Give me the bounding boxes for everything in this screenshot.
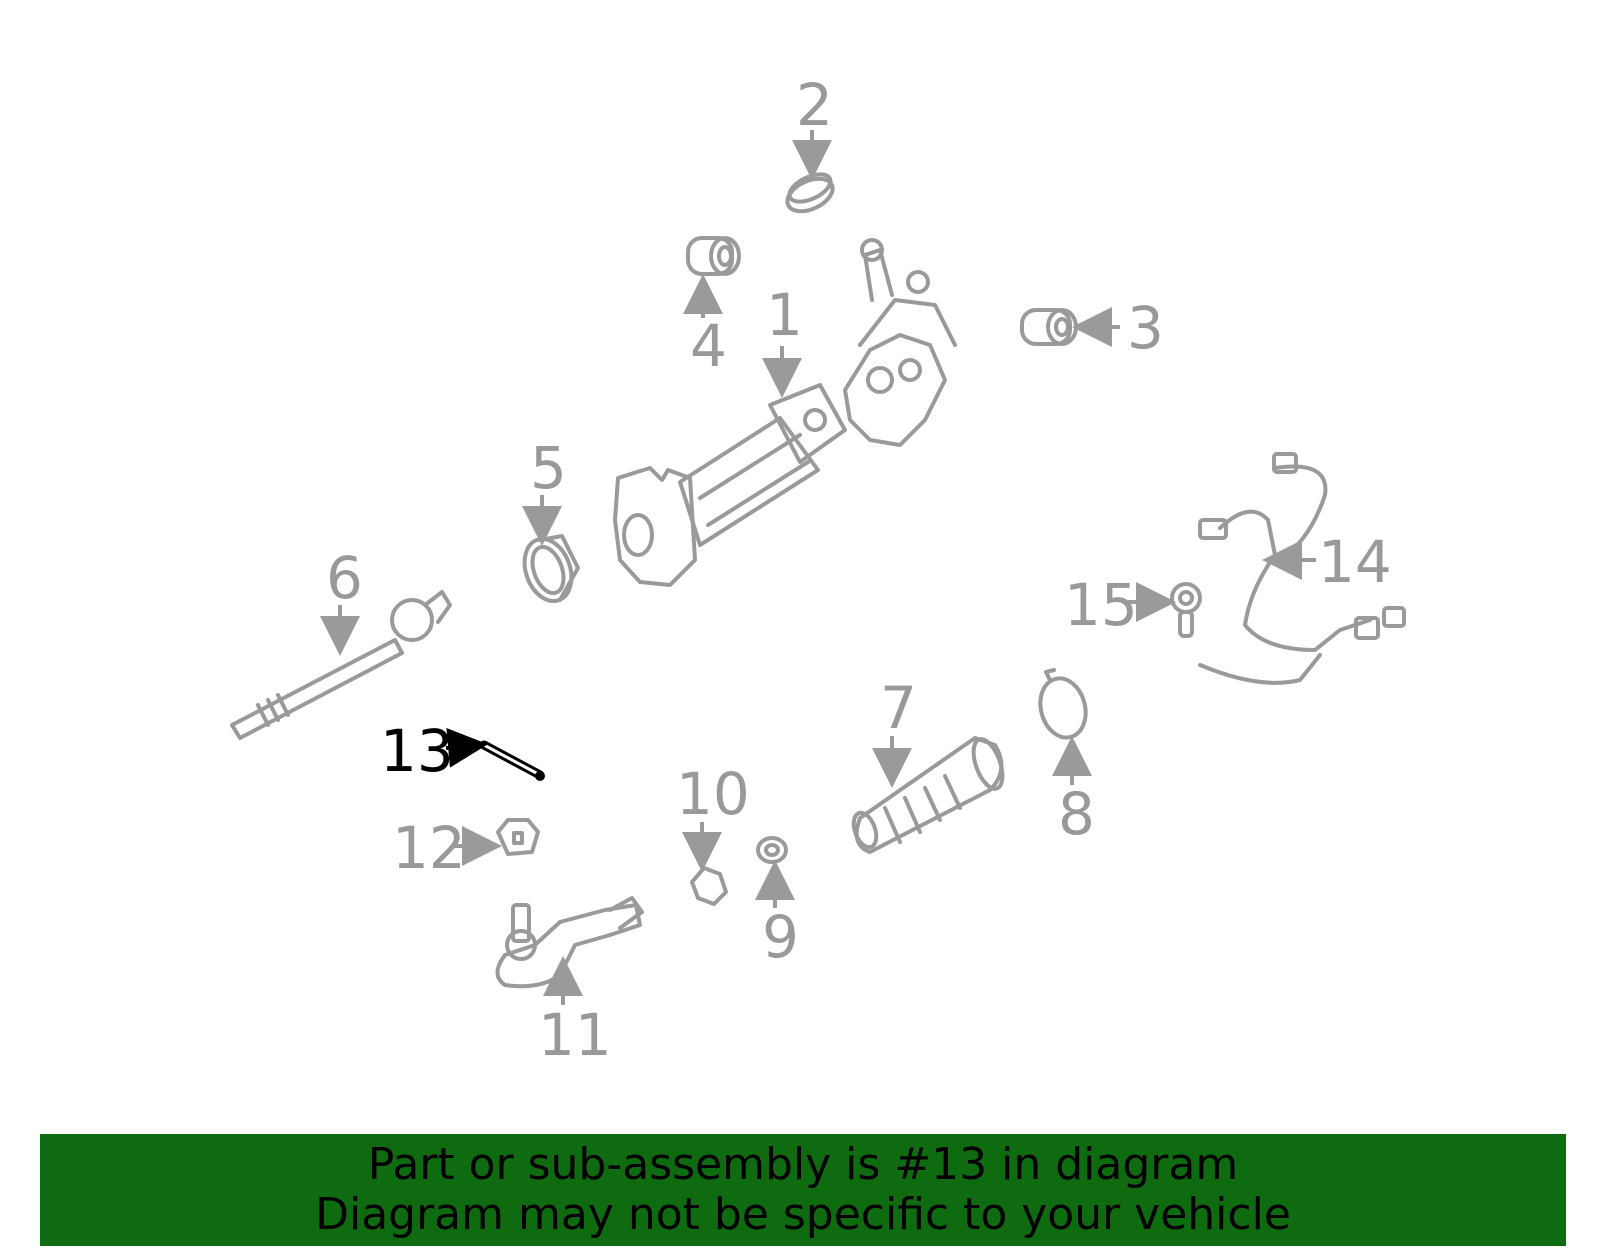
info-banner: Part or sub-assembly is #13 in diagram D…	[40, 1134, 1566, 1246]
callout-10: 10	[676, 760, 750, 828]
callout-4: 4	[690, 312, 727, 380]
part-10-nut	[690, 866, 728, 906]
callout-3: 3	[1127, 294, 1164, 362]
part-8-clamp	[1038, 668, 1088, 740]
callout-8: 8	[1058, 780, 1095, 848]
part-13-highlighted	[479, 740, 545, 781]
part-15-bolt	[1170, 582, 1202, 638]
part-2-ring	[785, 172, 835, 214]
callout-2: 2	[796, 71, 833, 139]
banner-line-2: Diagram may not be specific to your vehi…	[315, 1189, 1291, 1240]
part-9-clip	[756, 836, 788, 864]
part-7-boot	[851, 736, 1005, 854]
callout-6: 6	[326, 544, 363, 612]
callout-11: 11	[538, 1001, 612, 1069]
callout-15: 15	[1064, 571, 1138, 639]
callout-1: 1	[766, 281, 803, 349]
part-3-bushing	[1020, 308, 1078, 346]
banner-line-1: Part or sub-assembly is #13 in diagram	[367, 1139, 1239, 1190]
part-5-seal	[522, 534, 580, 603]
callout-14: 14	[1318, 528, 1392, 596]
part-11-tie-rod-end	[495, 896, 644, 989]
part-4-bushing	[686, 236, 741, 276]
arrow-13	[445, 727, 488, 768]
callout-9: 9	[762, 903, 799, 971]
callout-12: 12	[392, 814, 466, 882]
part-6-inner-tie-rod	[230, 590, 452, 740]
part-12-nut	[496, 818, 540, 856]
callout-7: 7	[880, 674, 917, 742]
callout-13: 13	[380, 717, 454, 785]
part-1-steering-gear	[613, 238, 957, 587]
callout-5: 5	[530, 434, 567, 502]
